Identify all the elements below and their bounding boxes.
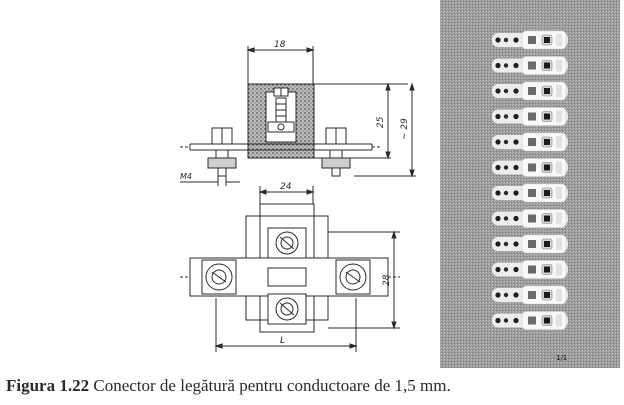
outer-height-label: ~ 29 (400, 118, 410, 140)
drawing-canvas: 18 25 ~ 29 M4 24 28 L (180, 40, 416, 352)
connector-row (492, 260, 568, 279)
connector-row (492, 132, 568, 152)
plan-top-screw (275, 231, 299, 255)
connector-row (492, 209, 568, 228)
top-width-label: 18 (274, 40, 286, 50)
plan-bottom-label: L (280, 336, 285, 346)
plan-height-label: 28 (382, 274, 392, 286)
connector-technical-drawing: 18 25 ~ 29 M4 24 28 L (176, 36, 426, 358)
figure-label: Figura 1.22 (6, 376, 90, 395)
plan-left-mounting-screw (205, 263, 233, 291)
connector-row (492, 311, 568, 330)
connector-row (492, 285, 568, 305)
elevation-view (180, 46, 416, 186)
photo-canvas: 1/1 (440, 0, 620, 368)
figure-caption: Figura 1.22 Conector de legătură pentru … (6, 376, 622, 402)
connector-row (492, 81, 568, 101)
screw-size-label: M4 (180, 172, 192, 181)
connector-row (492, 158, 568, 177)
plan-right-mounting-screw (339, 263, 367, 291)
right-nut (321, 157, 351, 169)
inner-height-label: 25 (376, 116, 386, 128)
left-nut (207, 157, 237, 169)
connector-rows (492, 30, 568, 330)
connector-row (492, 56, 568, 75)
plan-bottom-screw (275, 297, 299, 321)
connector-row (492, 107, 568, 126)
connector-strip-photo: 1/1 (440, 0, 620, 368)
connector-row (492, 234, 568, 254)
plan-view (180, 186, 400, 352)
plan-width-label: 24 (280, 182, 292, 192)
figure-caption-text: Conector de legătură pentru conductoare … (89, 376, 451, 395)
connector-row (492, 183, 568, 203)
photo-mark: 1/1 (556, 354, 567, 362)
connector-row (492, 30, 568, 50)
